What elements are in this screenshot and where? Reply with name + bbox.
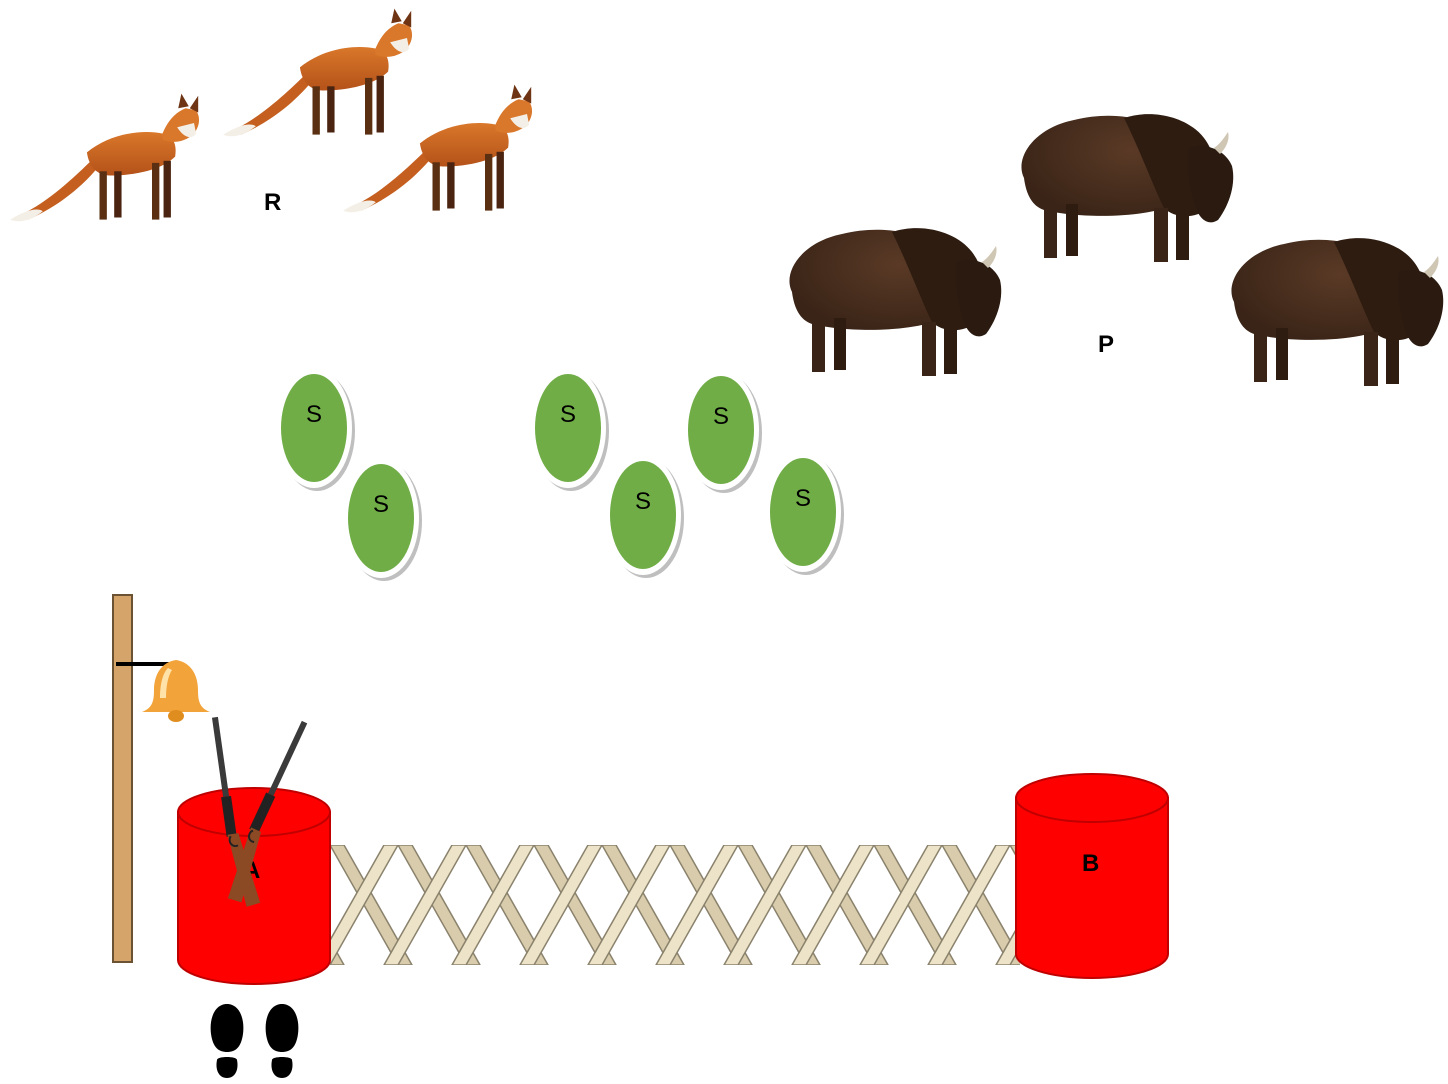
bison-icon [1231,238,1444,386]
stone: S [530,368,609,491]
bell-pole [112,594,133,963]
stone: S [683,370,762,493]
svg-text:S: S [373,491,389,518]
fox-icon [223,8,413,137]
svg-text:S: S [795,485,811,512]
stone: S [605,455,684,578]
footprints-icon [210,1004,299,1078]
svg-text:S: S [306,401,322,428]
stone: S [765,452,844,575]
svg-text:S: S [560,401,576,428]
label-bison: P [1098,331,1114,358]
svg-text:S: S [635,488,651,515]
bison-group [789,114,1444,386]
stone: S [343,458,422,581]
bison-icon [1021,114,1234,262]
svg-text:S: S [713,403,729,430]
fox-icon [10,93,200,222]
fence [330,845,1020,965]
bell-icon [142,660,210,722]
bison-icon [789,228,1002,376]
stone-group: S S S S S S [276,368,844,581]
label-foxes: R [264,189,281,216]
barrel-b: B [1015,773,1169,979]
stone: S [276,368,355,491]
label-barrel-b: B [1082,850,1099,877]
